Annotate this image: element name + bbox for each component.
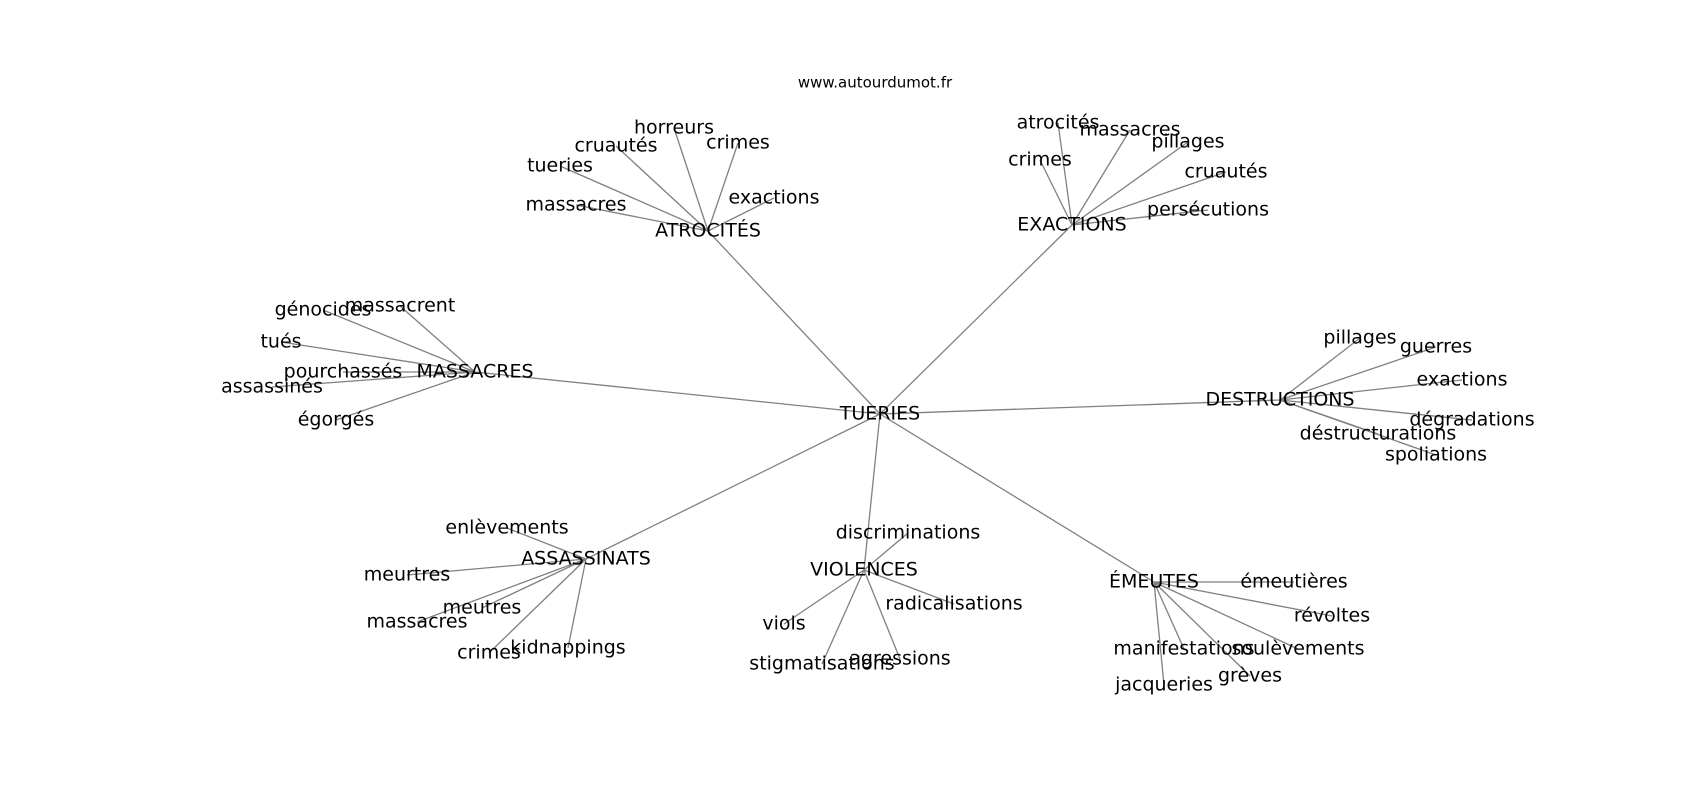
edge-hub-to-word <box>575 204 709 232</box>
edge-hub-to-word <box>1279 379 1463 401</box>
edge-hub-to-word <box>1153 581 1333 617</box>
word-node-label: égorgés <box>298 409 375 431</box>
edge-hub-to-word <box>335 371 476 421</box>
word-node-label: meurtres <box>364 564 450 586</box>
edge-hub-to-word <box>1153 581 1299 650</box>
edge-hub-to-word <box>863 532 909 571</box>
labels-layer: www.autourdumot.fr TUERIES ATROCITÉS horre… <box>221 74 1535 696</box>
word-node-label: radicalisations <box>885 593 1022 615</box>
edge-hub-to-word <box>1057 122 1073 226</box>
word-node-label: manifestations <box>1113 638 1254 660</box>
source-watermark: www.autourdumot.fr <box>798 74 953 92</box>
word-node-label: tués <box>260 331 301 353</box>
word-node-label: atrocités <box>1017 112 1100 134</box>
edge-hub-to-word <box>271 371 476 388</box>
word-node-label: tueries <box>527 155 593 177</box>
edge-hub-to-word <box>863 569 901 660</box>
word-node-label: spoliations <box>1385 444 1487 466</box>
edge-hub-to-word <box>1153 581 1165 686</box>
word-node-label: massacrent <box>345 295 456 317</box>
word-node-label: kidnappings <box>510 637 625 659</box>
hub-node-label: DESTRUCTIONS <box>1205 389 1354 411</box>
word-node-label: crimes <box>1008 149 1072 171</box>
word-node-label: exactions <box>729 187 820 209</box>
edge-hub-to-word <box>481 558 587 609</box>
edge-hub-to-word <box>1279 399 1473 421</box>
edges-layer <box>271 122 1473 686</box>
word-node-label: massacres <box>1079 119 1180 141</box>
word-node-label: crimes <box>457 642 521 664</box>
word-node-label: assassinés <box>221 376 323 398</box>
edge-root-to-hub <box>863 413 881 571</box>
word-node-label: émeutières <box>1240 571 1347 593</box>
word-node-label: soulèvements <box>1231 638 1364 660</box>
word-node-label: agressions <box>849 648 950 670</box>
word-node-label: cruautés <box>1184 161 1267 183</box>
edge-hub-to-word <box>863 569 955 605</box>
edge-root-to-hub <box>474 371 881 415</box>
hub-node-label: EXACTIONS <box>1017 214 1126 236</box>
word-node-label: jacqueries <box>1114 674 1213 696</box>
word-node-label: pourchassés <box>284 361 403 383</box>
edge-hub-to-word <box>1153 581 1185 650</box>
edge-hub-to-word <box>406 558 587 576</box>
edge-hub-to-word <box>559 165 709 232</box>
edge-root-to-hub <box>879 224 1073 415</box>
word-node-label: discriminations <box>836 522 981 544</box>
word-node-label: massacres <box>366 611 467 633</box>
word-node-label: pillages <box>1151 131 1224 153</box>
word-node-label: cruautés <box>574 135 657 157</box>
word-node-label: crimes <box>706 132 770 154</box>
word-node-label: viols <box>762 613 805 635</box>
edge-hub-to-word <box>1071 209 1209 226</box>
edge-hub-to-word <box>1279 399 1437 456</box>
edge-hub-to-word <box>506 527 587 560</box>
word-node-label: persécutions <box>1147 199 1269 221</box>
edge-hub-to-word <box>280 341 476 373</box>
edge-hub-to-word <box>1153 581 1251 677</box>
word-node-label: guerres <box>1400 336 1472 358</box>
hub-node-label: VIOLENCES <box>810 559 918 581</box>
edge-hub-to-word <box>1279 337 1361 401</box>
hub-node-label: MASSACRES <box>416 361 533 383</box>
edge-hub-to-word <box>707 197 775 232</box>
edge-root-to-hub <box>585 413 881 560</box>
edge-hub-to-word <box>1071 171 1227 226</box>
word-node-label: pillages <box>1323 327 1396 349</box>
edge-hub-to-word <box>1039 159 1073 226</box>
word-node-label: déstructurations <box>1300 423 1457 445</box>
word-node-label: stigmatisations <box>749 653 894 675</box>
edge-hub-to-word <box>399 305 476 373</box>
word-node-label: génocides <box>275 299 372 321</box>
edge-hub-to-word <box>322 309 476 373</box>
hub-node-label: ASSASSINATS <box>521 548 651 570</box>
edge-root-to-hub <box>879 399 1281 415</box>
edge-hub-to-word <box>673 127 709 232</box>
edge-hub-to-word <box>1279 346 1437 401</box>
word-node-label: dégradations <box>1409 409 1534 431</box>
edge-hub-to-word <box>416 558 587 623</box>
edge-hub-to-word <box>567 558 587 649</box>
edge-hub-to-word <box>783 569 865 625</box>
word-node-label: exactions <box>1417 369 1508 391</box>
word-node-label: enlèvements <box>445 517 568 539</box>
word-node-label: grèves <box>1218 665 1282 687</box>
word-node-label: révoltes <box>1294 605 1370 627</box>
word-node-label: horreurs <box>634 117 714 139</box>
hub-node-label: ÉMEUTES <box>1109 570 1199 593</box>
edge-hub-to-word <box>615 145 709 232</box>
root-node-label: TUERIES <box>839 403 920 425</box>
edge-hub-to-word <box>1071 129 1131 226</box>
word-node-label: massacres <box>525 194 626 216</box>
edge-root-to-hub <box>879 413 1155 583</box>
edge-hub-to-word <box>488 558 587 654</box>
edge-hub-to-word <box>821 569 865 665</box>
edge-hub-to-word <box>707 142 739 232</box>
edge-root-to-hub <box>707 230 881 415</box>
word-node-label: meutres <box>443 597 522 619</box>
hub-node-label: ATROCITÉS <box>655 219 761 242</box>
edge-hub-to-word <box>1071 141 1189 226</box>
